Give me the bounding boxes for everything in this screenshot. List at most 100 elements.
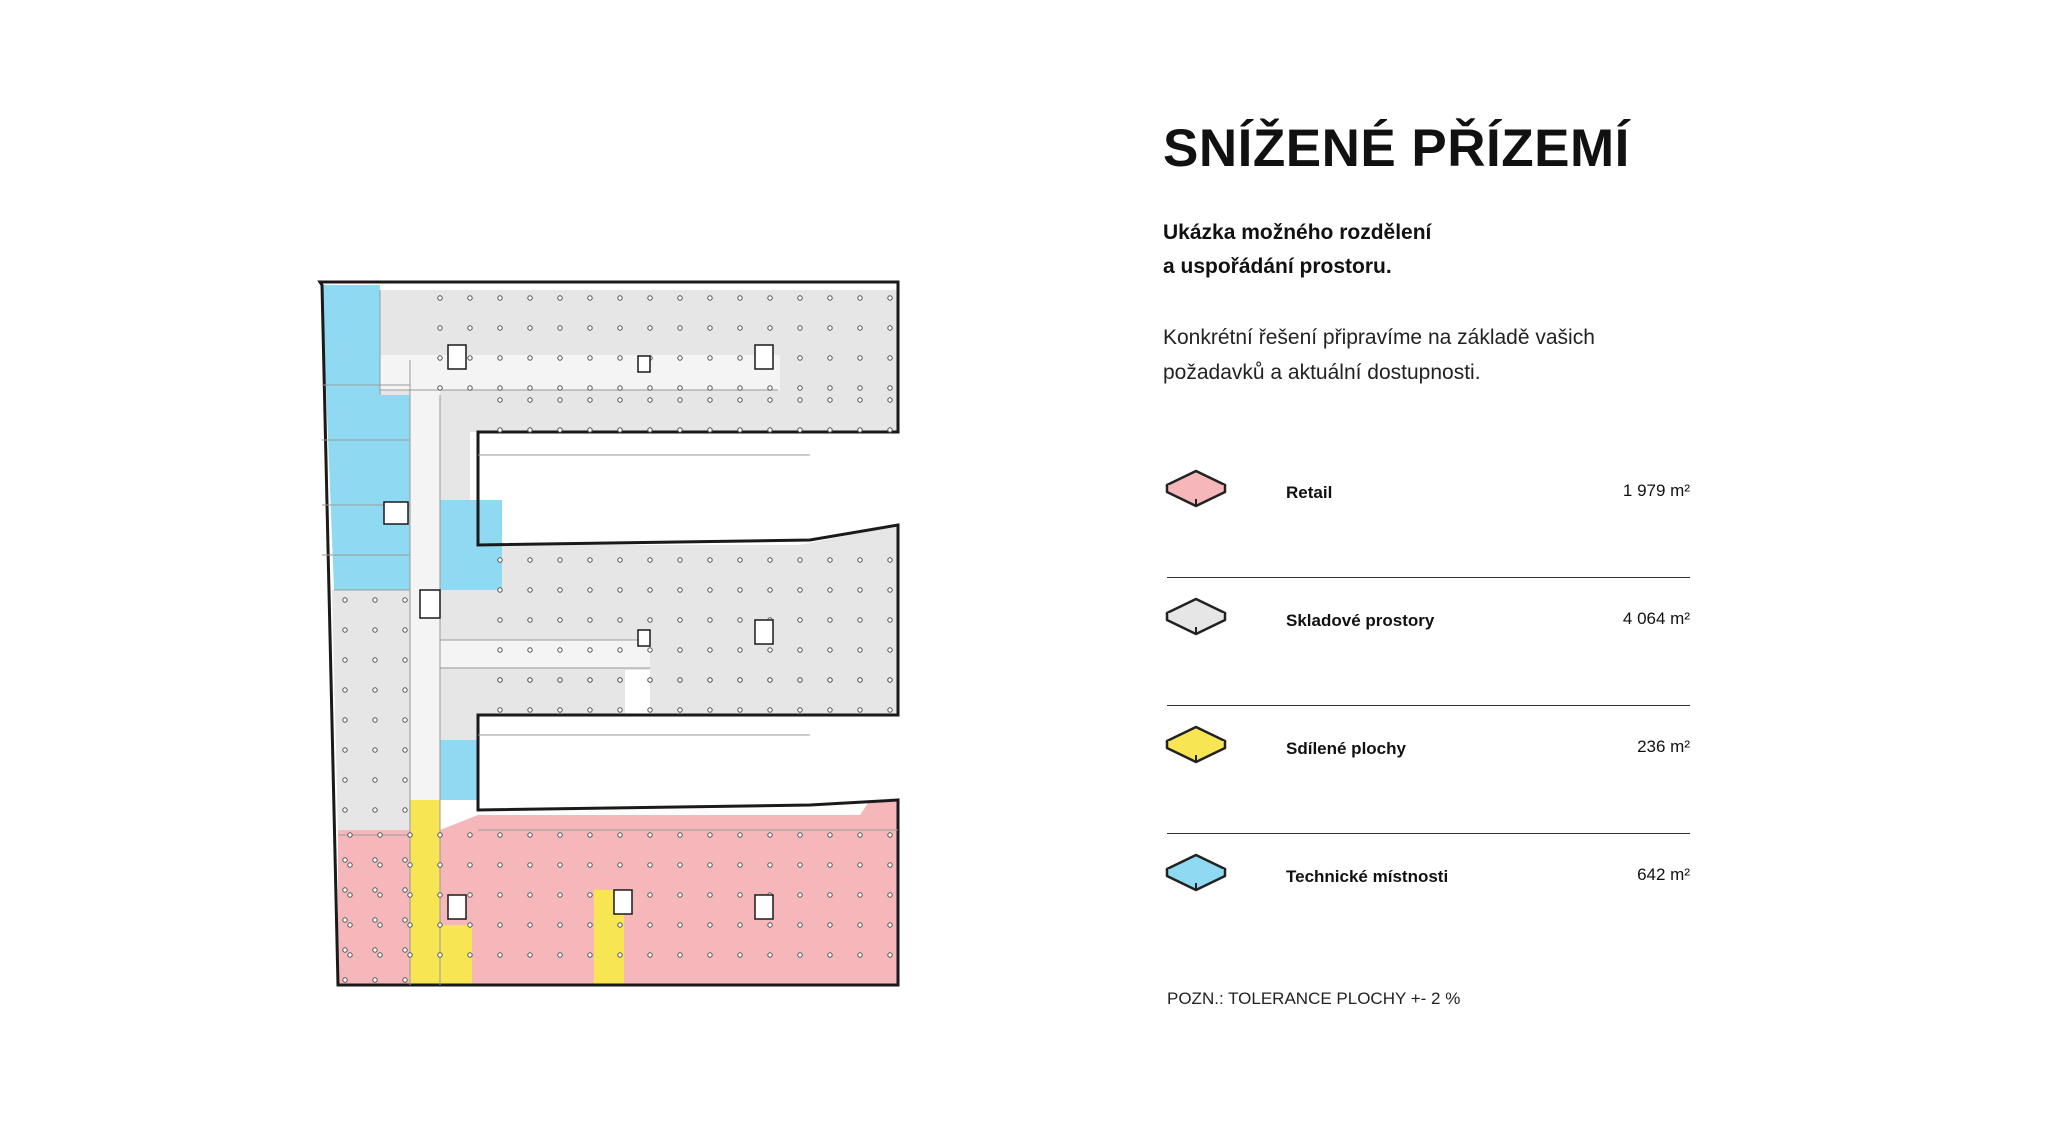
column-marker — [677, 677, 683, 683]
column-marker — [767, 385, 773, 391]
column-marker — [617, 647, 623, 653]
column-marker — [767, 427, 773, 433]
column-marker — [647, 922, 653, 928]
column-marker — [647, 647, 653, 653]
column-marker — [737, 892, 743, 898]
column-marker — [497, 707, 503, 713]
column-marker — [767, 922, 773, 928]
legend-row-technical: Technické místnosti 642 m² — [1163, 834, 1690, 962]
technical-zone-south — [440, 740, 478, 800]
column-marker — [342, 977, 348, 983]
column-marker — [497, 587, 503, 593]
column-marker — [737, 325, 743, 331]
column-marker — [557, 832, 563, 838]
column-marker — [342, 807, 348, 813]
column-marker — [827, 707, 833, 713]
column-marker — [372, 857, 378, 863]
column-marker — [467, 922, 473, 928]
column-marker — [372, 747, 378, 753]
divider — [1167, 577, 1690, 578]
column-marker — [737, 617, 743, 623]
column-marker — [437, 295, 443, 301]
column-marker — [647, 862, 653, 868]
column-marker — [797, 647, 803, 653]
column-marker — [402, 597, 408, 603]
column-marker — [677, 647, 683, 653]
column-marker — [557, 427, 563, 433]
column-marker — [707, 557, 713, 563]
column-marker — [587, 617, 593, 623]
column-marker — [342, 687, 348, 693]
column-marker — [557, 295, 563, 301]
column-marker — [407, 922, 413, 928]
column-marker — [827, 557, 833, 563]
column-marker — [767, 557, 773, 563]
column-marker — [587, 427, 593, 433]
column-marker — [587, 922, 593, 928]
column-marker — [737, 355, 743, 361]
column-marker — [887, 677, 893, 683]
column-marker — [647, 385, 653, 391]
column-marker — [707, 952, 713, 958]
yellow-tile-icon — [1165, 725, 1227, 764]
column-marker — [377, 952, 383, 958]
column-marker — [437, 325, 443, 331]
column-marker — [527, 617, 533, 623]
column-marker — [707, 617, 713, 623]
column-marker — [797, 832, 803, 838]
column-marker — [677, 832, 683, 838]
column-marker — [827, 647, 833, 653]
column-marker — [527, 892, 533, 898]
column-marker — [467, 295, 473, 301]
column-marker — [497, 557, 503, 563]
corridor-vertical — [410, 360, 440, 800]
column-marker — [527, 952, 533, 958]
description-line-2: požadavků a aktuální dostupnosti. — [1163, 361, 1481, 384]
column-marker — [527, 355, 533, 361]
column-marker — [557, 355, 563, 361]
column-marker — [557, 385, 563, 391]
column-marker — [677, 397, 683, 403]
column-marker — [737, 647, 743, 653]
column-marker — [497, 397, 503, 403]
column-marker — [707, 325, 713, 331]
column-marker — [827, 427, 833, 433]
column-marker — [707, 862, 713, 868]
column-marker — [827, 922, 833, 928]
divider — [1167, 705, 1690, 706]
column-marker — [347, 862, 353, 868]
subtitle-line-2: a uspořádání prostoru. — [1163, 255, 1392, 278]
column-marker — [617, 617, 623, 623]
corridor-middle — [440, 640, 650, 668]
column-marker — [857, 557, 863, 563]
column-marker — [617, 295, 623, 301]
area-tolerance-note: POZN.: TOLERANCE PLOCHY +- 2 % — [1167, 989, 1461, 1008]
column-marker — [402, 627, 408, 633]
column-marker — [437, 862, 443, 868]
floor-plan — [317, 280, 900, 987]
column-marker — [497, 647, 503, 653]
column-marker — [437, 892, 443, 898]
column-marker — [557, 617, 563, 623]
column-marker — [887, 427, 893, 433]
column-marker — [677, 385, 683, 391]
column-marker — [347, 952, 353, 958]
corridor-top — [380, 355, 780, 390]
column-marker — [677, 325, 683, 331]
column-marker — [677, 295, 683, 301]
column-marker — [527, 922, 533, 928]
column-marker — [527, 397, 533, 403]
column-marker — [857, 832, 863, 838]
column-marker — [857, 707, 863, 713]
column-marker — [857, 325, 863, 331]
column-marker — [827, 832, 833, 838]
column-marker — [342, 717, 348, 723]
column-marker — [797, 385, 803, 391]
column-marker — [372, 657, 378, 663]
column-marker — [677, 617, 683, 623]
column-marker — [767, 397, 773, 403]
column-marker — [887, 385, 893, 391]
legend-label: Skladové prostory — [1286, 611, 1435, 630]
column-marker — [497, 325, 503, 331]
column-marker — [707, 355, 713, 361]
